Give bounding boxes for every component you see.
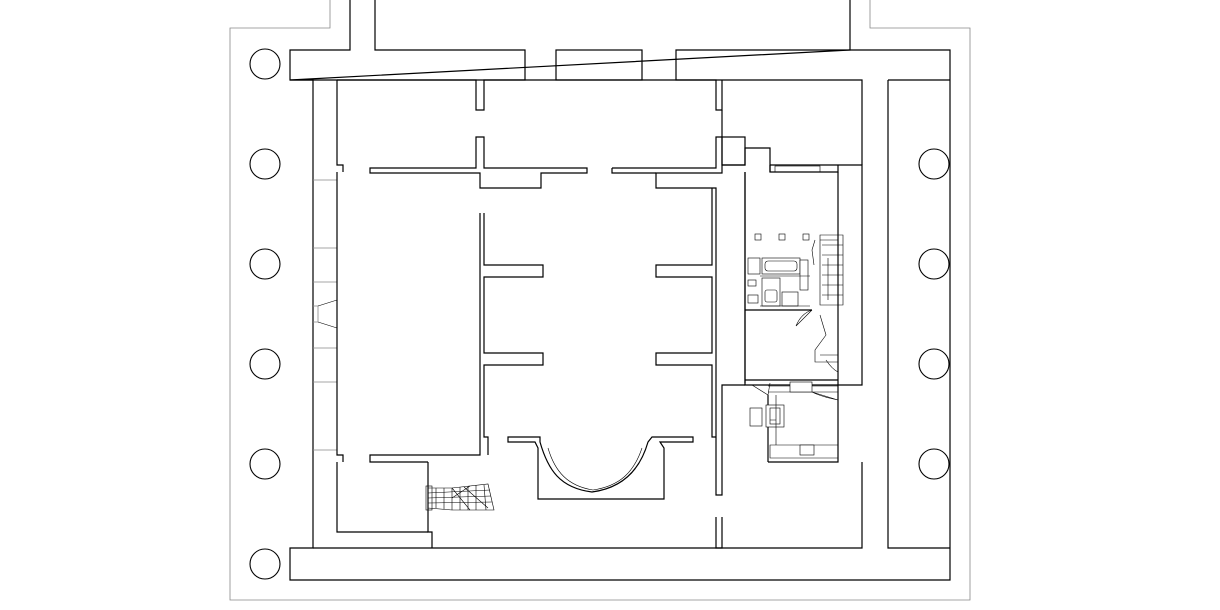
column: [918, 448, 950, 480]
west-windows: [313, 179, 338, 451]
interior-walls: [336, 79, 771, 549]
south-west-stair: [425, 483, 495, 511]
column: [918, 148, 950, 180]
right-colonnade: [918, 148, 950, 480]
column: [918, 348, 950, 380]
column: [249, 148, 281, 180]
column: [249, 448, 281, 480]
column: [249, 548, 281, 580]
column: [249, 348, 281, 380]
perimeter-wall: [289, 0, 951, 581]
column: [918, 248, 950, 280]
service-wing: [744, 164, 863, 463]
left-colonnade: [249, 48, 281, 580]
column: [249, 248, 281, 280]
column: [249, 48, 281, 80]
podium-outline: [229, 0, 971, 601]
